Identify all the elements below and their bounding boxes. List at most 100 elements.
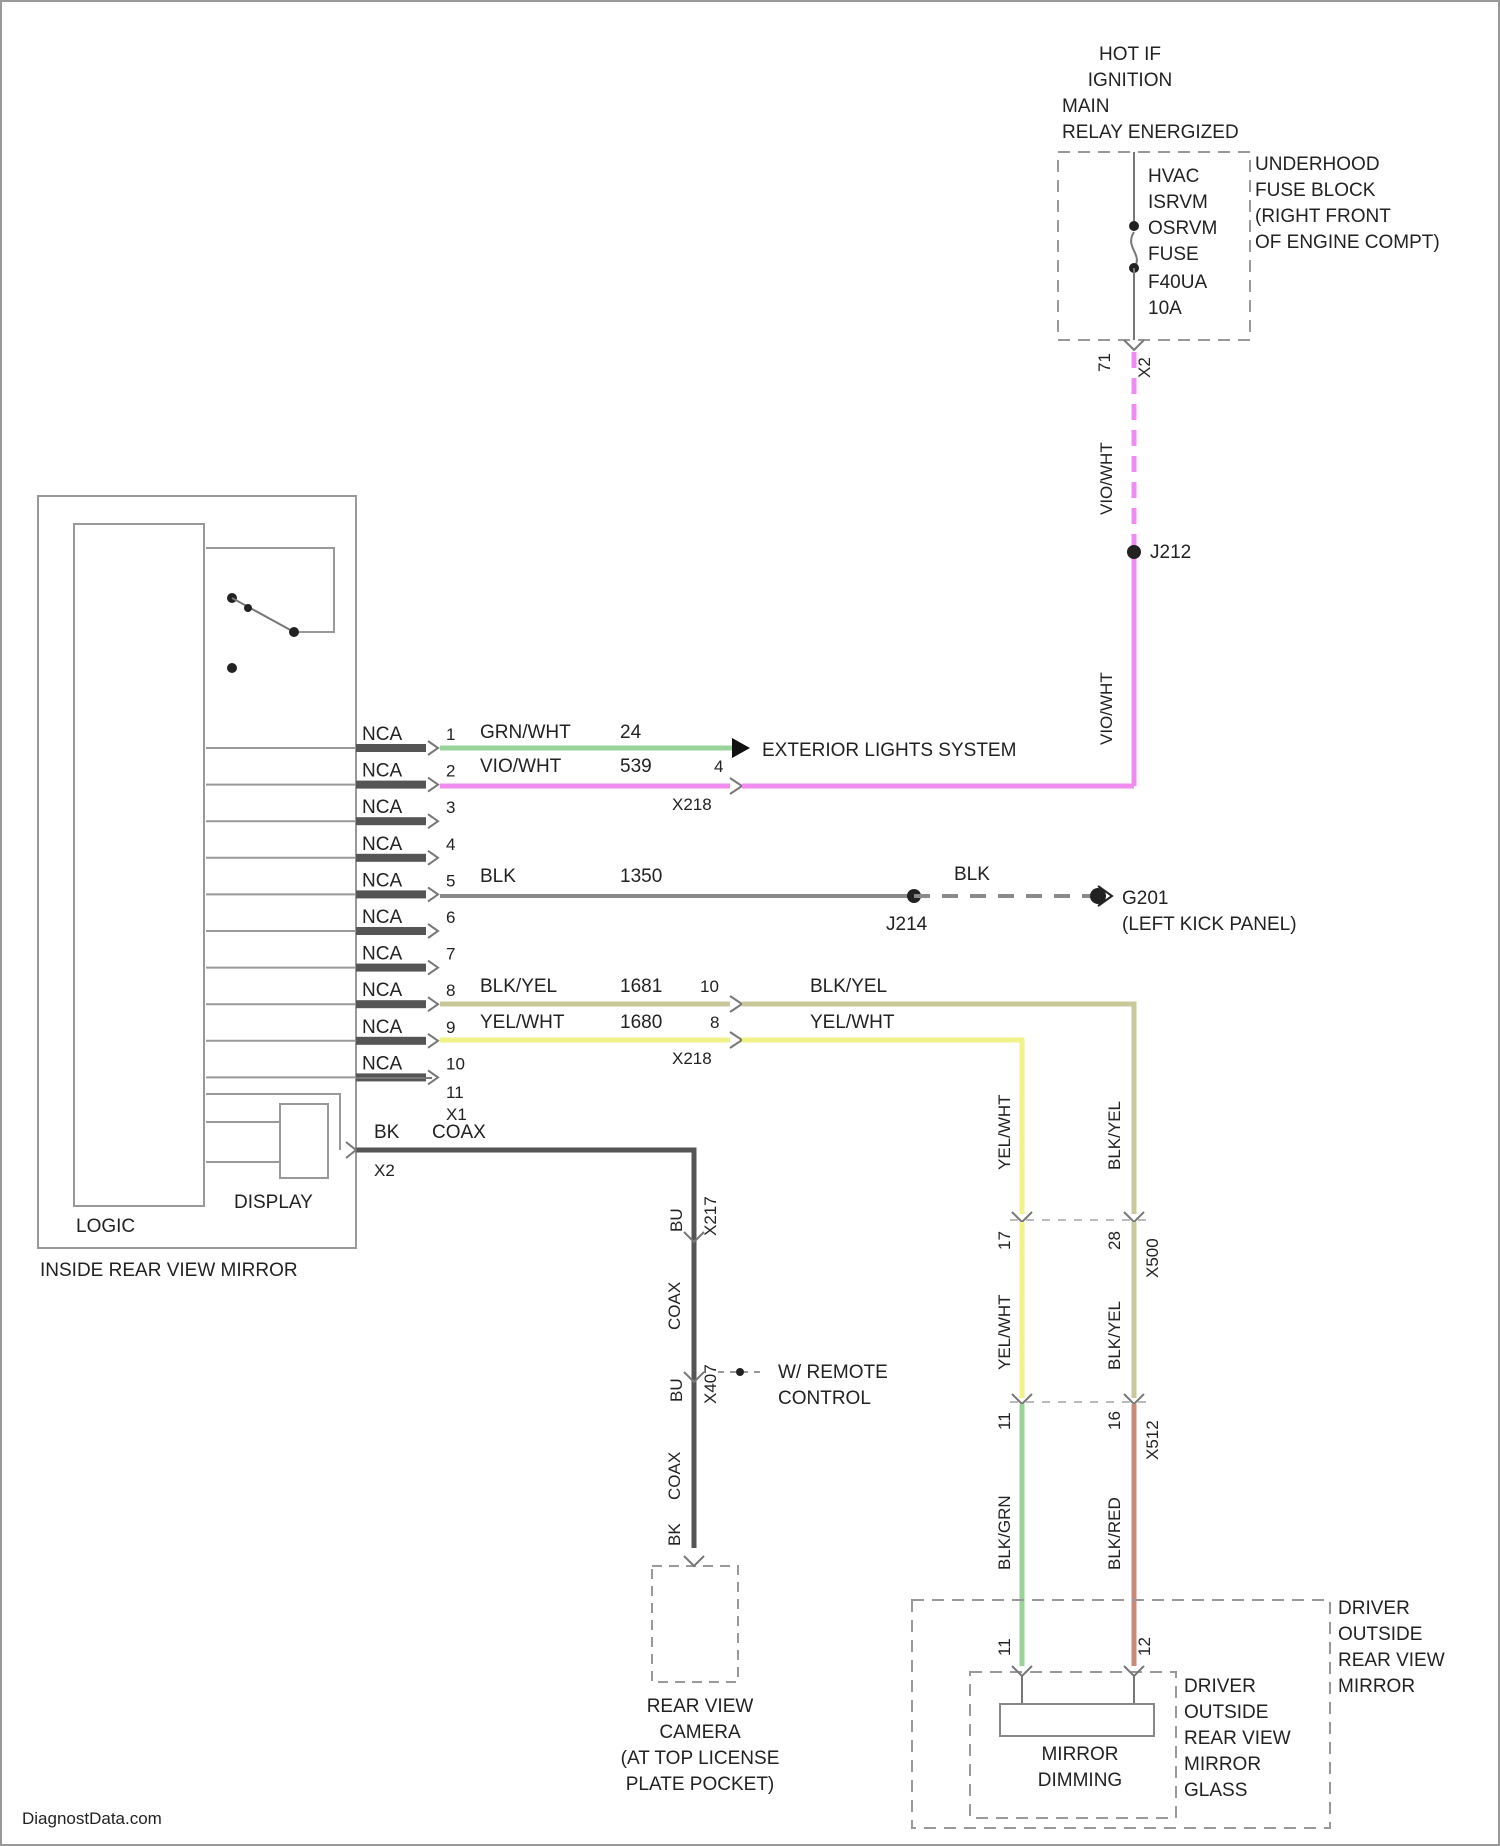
c2-pin: 4: [714, 757, 723, 776]
mw-right-pin2: 16: [1105, 1411, 1124, 1430]
power-line-3: MAIN: [1062, 96, 1110, 117]
glass-line-4: MIRROR: [1184, 1754, 1261, 1775]
switch-arm: [232, 598, 294, 632]
mirror-pin-number: 8: [446, 981, 455, 1000]
mirror-pin-code: NCA: [362, 870, 402, 891]
green-wire-arrow: [732, 738, 750, 758]
fuse-line-4: FUSE: [1148, 244, 1199, 265]
coax-segment-2: COAX: [665, 1452, 684, 1500]
mirror-pin-connector: [428, 997, 438, 1011]
mirror-pin-connector: [428, 1034, 438, 1048]
mirror-pin-number: 4: [446, 835, 455, 854]
ground-name: G201: [1122, 888, 1168, 909]
mirror-pin-connector: [428, 961, 438, 975]
power-line-4: RELAY ENERGIZED: [1062, 122, 1239, 143]
glass-line-5: GLASS: [1184, 1780, 1247, 1801]
switch-contact-2: [289, 627, 299, 637]
c8-inline-connector: [730, 996, 742, 1012]
mw-left-pin1: 17: [995, 1231, 1014, 1250]
mw-left-pin2: 11: [995, 1412, 1014, 1430]
c1-dest: EXTERIOR LIGHTS SYSTEM: [762, 740, 1016, 761]
remote-note-2: CONTROL: [778, 1388, 871, 1409]
mw-conn2: X512: [1143, 1420, 1162, 1460]
splice-j212: J212: [1150, 542, 1191, 563]
glass-line-3: REAR VIEW: [1184, 1728, 1291, 1749]
mirror-pin-number: 9: [446, 1018, 455, 1037]
mirror-pin-number: 7: [446, 945, 455, 964]
mirror-pin-code: NCA: [362, 944, 402, 965]
dimming-line-2: DIMMING: [1038, 1770, 1122, 1791]
c2-circuit: 539: [620, 756, 652, 777]
mw-right-pin1: 28: [1105, 1231, 1124, 1250]
mirror-pin-code: NCA: [362, 834, 402, 855]
mw-left-pin3: 11: [995, 1638, 1014, 1656]
dimming-line-1: MIRROR: [1041, 1744, 1118, 1765]
logic-label: LOGIC: [76, 1216, 135, 1237]
splice-j214: J214: [886, 914, 928, 935]
fuse-line-2: ISRVM: [1148, 192, 1208, 213]
driver-mirror-line-2: OUTSIDE: [1338, 1624, 1422, 1645]
splice-j212-dot: [1127, 545, 1141, 559]
camera-line-1: REAR VIEW: [647, 1696, 754, 1717]
c5-splice-color: BLK: [954, 864, 990, 885]
mw-left-mid: YEL/WHT: [995, 1294, 1014, 1370]
mirror-pin-number: 3: [446, 798, 455, 817]
remote-dot: [736, 1368, 744, 1376]
power-line-2: IGNITION: [1088, 70, 1172, 91]
c2-inline-connector: [730, 778, 742, 794]
mirror-pin-terminal: [356, 854, 426, 862]
c9-after-color: YEL/WHT: [810, 1012, 895, 1033]
camera-connector: [684, 1556, 704, 1566]
mirror-pin-connector: [428, 741, 438, 755]
fuse-line-3: OSRVM: [1148, 218, 1217, 239]
c1-color: GRN/WHT: [480, 722, 571, 743]
mirror-pin-code: NCA: [362, 980, 402, 1001]
c5-circuit: 1350: [620, 866, 662, 887]
fuse-block-line-4: OF ENGINE COMPT): [1255, 232, 1440, 253]
fuse-block-line-3: (RIGHT FRONT: [1255, 206, 1391, 227]
mirror-pin-connector: [428, 851, 438, 865]
driver-mirror-line-4: MIRROR: [1338, 1676, 1415, 1697]
fuse-block-line-1: UNDERHOOD: [1255, 154, 1380, 175]
c9-circuit: 1680: [620, 1012, 662, 1033]
mirror-pin-terminal: [356, 781, 426, 789]
mirror-pin-number: 2: [446, 762, 455, 781]
mirror-pin-connector: [428, 778, 438, 792]
coax-conn1-pin: BU: [667, 1208, 686, 1232]
c9-inline-connector: [730, 1032, 742, 1048]
driver-mirror-line-1: DRIVER: [1338, 1598, 1410, 1619]
coax-conn1-name: X217: [701, 1196, 720, 1236]
mirror-pin-connector: [428, 814, 438, 828]
coax-cable: [356, 1150, 694, 1548]
mw-right-lower: BLK/RED: [1105, 1497, 1124, 1570]
mirror-pin-terminal: [356, 890, 426, 898]
mirror-pin-code: NCA: [362, 907, 402, 928]
mw-left-upper: YEL/WHT: [995, 1094, 1014, 1170]
c2-color: VIO/WHT: [480, 756, 562, 777]
switch-pivot: [244, 604, 252, 612]
mw-left-lower: BLK/GRN: [995, 1495, 1014, 1570]
mirror-pin-terminal: [356, 1037, 426, 1045]
power-source-label: HOT IF IGNITION MAIN RELAY ENERGIZED: [1062, 44, 1239, 143]
mirror-pin-code: NCA: [362, 724, 402, 745]
fuse-pin: 71: [1095, 353, 1114, 372]
mirror-outer-box: [38, 496, 356, 1248]
fuse-block-label: UNDERHOOD FUSE BLOCK (RIGHT FRONT OF ENG…: [1255, 154, 1440, 253]
ground-location: (LEFT KICK PANEL): [1122, 914, 1297, 935]
fuse-label: HVAC ISRVM OSRVM FUSE F40UA 10A: [1148, 166, 1217, 319]
c8-after-color: BLK/YEL: [810, 976, 887, 997]
power-line-1: HOT IF: [1099, 44, 1161, 65]
c2-connector: X218: [672, 795, 712, 814]
mirror-pin-connector: [428, 924, 438, 938]
c1-circuit: 24: [620, 722, 642, 743]
fuse-connector: X2: [1135, 357, 1154, 378]
glass-line-2: OUTSIDE: [1184, 1702, 1268, 1723]
fuse-line-1: HVAC: [1148, 166, 1199, 187]
fuse-block-line-2: FUSE BLOCK: [1255, 180, 1376, 201]
mirror-pin-connector: [428, 887, 438, 901]
mw-right-upper: BLK/YEL: [1105, 1101, 1124, 1170]
c9-connector: X218: [672, 1049, 712, 1068]
glass-line-1: DRIVER: [1184, 1676, 1256, 1697]
